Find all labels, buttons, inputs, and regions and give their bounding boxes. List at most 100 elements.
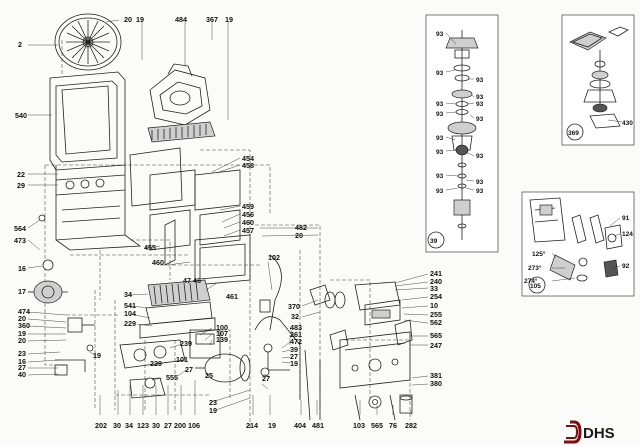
heat-exchanger-part (129, 121, 216, 207)
label-19-top: 19 (136, 15, 144, 24)
inset-39-box (425, 14, 499, 253)
label-273: 273° (528, 264, 542, 272)
label-274: 274° (524, 277, 538, 285)
label-482: 482 (295, 223, 307, 232)
label-460-b: 460 (152, 258, 164, 267)
pipes-part (254, 254, 349, 421)
label-102: 102 (268, 253, 280, 262)
label-r93-c: 93 (476, 77, 484, 84)
label-239: 239 (180, 339, 192, 348)
label-100: 100 (216, 323, 228, 332)
label-33: 33 (430, 284, 438, 293)
label-27-mid: 27 (185, 365, 193, 374)
label-r93-n: 93 (436, 188, 444, 195)
label-19-c: 19 (290, 359, 298, 368)
label-139: 139 (216, 335, 228, 344)
label-455: 455 (144, 243, 156, 252)
label-bottom-30-a: 30 (113, 421, 121, 430)
label-27-d: 27 (262, 374, 270, 383)
label-bottom-103: 103 (353, 421, 365, 430)
label-261: 261 (290, 330, 302, 339)
inset-39-number: 39 (430, 238, 438, 245)
label-101: 101 (176, 355, 188, 364)
label-460-a: 460 (242, 218, 254, 227)
label-r93-d: 93 (476, 94, 484, 101)
label-47-46: 47 46 (183, 276, 201, 285)
label-461: 461 (226, 292, 238, 301)
label-20-top: 20 (124, 15, 132, 24)
inset-369-number: 369 (568, 130, 579, 137)
label-bottom-76: 76 (389, 421, 397, 430)
label-40: 40 (18, 370, 26, 379)
label-367: 367 (206, 15, 218, 24)
label-483: 483 (290, 323, 302, 332)
logo-text: DHS (583, 425, 615, 442)
label-23-left: 23 (18, 349, 26, 358)
bottom-small-parts (354, 394, 413, 421)
label-19-b: 19 (209, 406, 217, 415)
label-454: 454 (242, 154, 254, 163)
control-panel-part (339, 281, 413, 389)
label-34: 34 (124, 290, 132, 299)
label-32: 32 (291, 312, 299, 321)
label-458: 458 (242, 161, 254, 170)
label-bottom-19: 19 (268, 421, 276, 430)
label-bottom-27: 27 (164, 421, 172, 430)
label-125: 125° (532, 250, 546, 258)
burner-part (139, 279, 216, 339)
label-360: 360 (18, 321, 30, 330)
label-bottom-565: 565 (371, 421, 383, 430)
label-19-mid: 19 (93, 351, 101, 360)
label-564: 564 (14, 224, 26, 233)
label-91: 91 (622, 215, 630, 222)
dashed-guide-lines (44, 40, 411, 430)
label-39: 39 (290, 345, 298, 354)
label-r93-l: 93 (436, 173, 444, 180)
label-r93-e: 93 (436, 101, 444, 108)
callout-labels: 20 19 484 367 19 2 540 22 29 454 458 459… (14, 15, 633, 430)
label-107: 107 (216, 329, 228, 338)
label-247: 247 (430, 341, 442, 350)
label-27-c: 27 (290, 352, 298, 361)
left-small-parts (38, 214, 166, 399)
label-255: 255 (430, 310, 442, 319)
label-472: 472 (290, 337, 302, 346)
label-bottom-34: 34 (125, 421, 133, 430)
fan-plate-part (54, 13, 122, 71)
pump-part (28, 259, 68, 304)
label-2: 2 (18, 40, 22, 49)
label-370: 370 (288, 302, 300, 311)
inset-105-number: 105 (530, 283, 541, 290)
label-23-b: 23 (209, 398, 217, 407)
label-540: 540 (15, 111, 27, 120)
label-16-a: 16 (18, 264, 26, 273)
label-bottom-30-b: 30 (152, 421, 160, 430)
label-459: 459 (242, 202, 254, 211)
label-r93-h: 93 (476, 116, 484, 123)
label-457: 457 (242, 226, 254, 235)
label-r93-i: 93 (436, 135, 444, 142)
label-20-mid: 20 (295, 231, 303, 240)
label-229-b: 229 (150, 359, 162, 368)
label-562: 562 (430, 318, 442, 327)
label-474: 474 (18, 307, 30, 316)
label-92: 92 (622, 263, 630, 270)
label-bottom-106: 106 (188, 421, 200, 430)
label-r93-b: 93 (436, 70, 444, 77)
label-456: 456 (242, 210, 254, 219)
inset-369-box (561, 14, 635, 146)
label-r93-j: 93 (436, 149, 444, 156)
label-10: 10 (430, 301, 438, 310)
label-241: 241 (430, 269, 442, 278)
label-229-a: 229 (124, 319, 136, 328)
label-565-a: 565 (430, 331, 442, 340)
label-484: 484 (175, 15, 187, 24)
label-r93-k: 93 (476, 153, 484, 160)
label-254: 254 (430, 292, 442, 301)
label-555: 555 (166, 373, 178, 382)
label-25: 25 (205, 371, 213, 380)
label-381: 381 (430, 371, 442, 380)
label-124: 124 (622, 231, 633, 238)
